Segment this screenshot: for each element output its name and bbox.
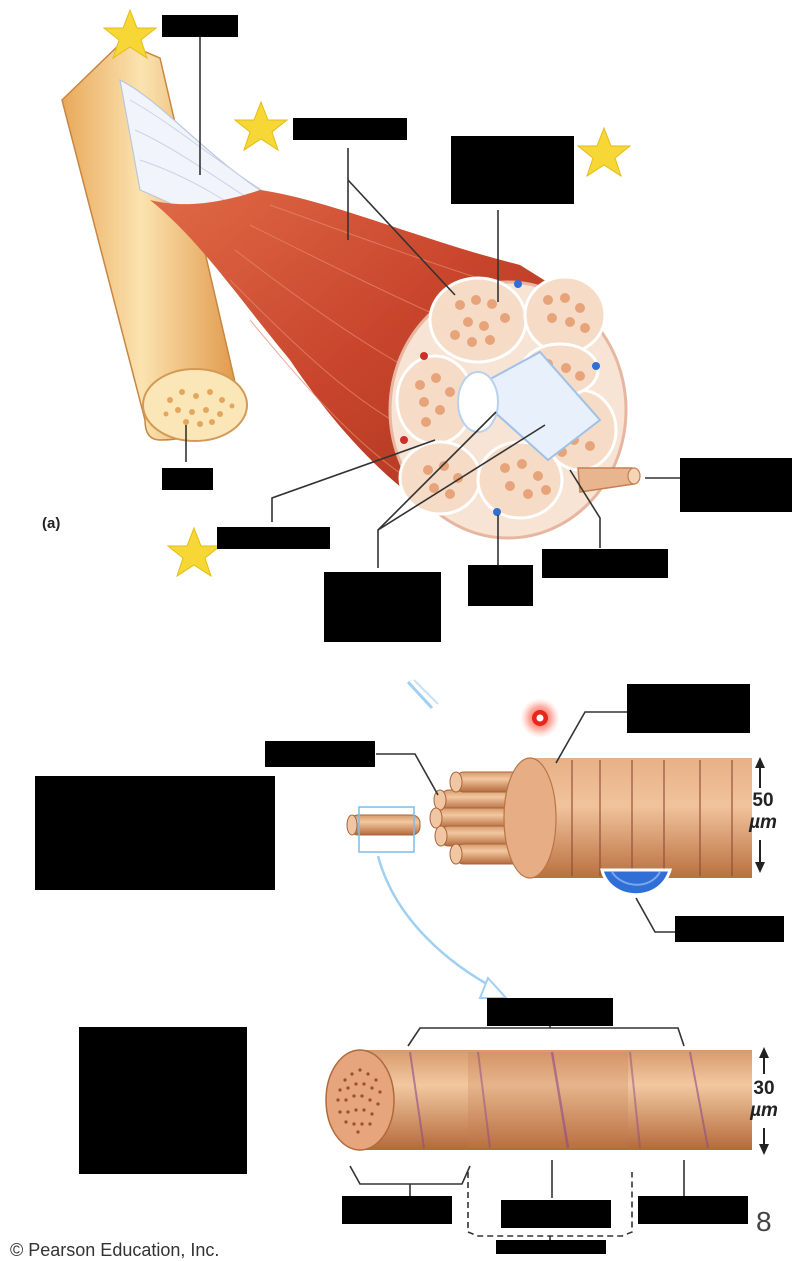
fiber-striations: [571, 760, 733, 876]
label-mask-i-band: [342, 1196, 452, 1224]
label-mask-a-band: [501, 1200, 611, 1228]
leader-lines-panel-c: [349, 1026, 685, 1242]
leader-lines-panel-b: [376, 711, 676, 933]
star-icon: [233, 100, 289, 152]
scale-value: 30: [753, 1078, 775, 1099]
myofilament-dots: [336, 1068, 382, 1134]
label-mask-panel-c-caption: [79, 1027, 247, 1174]
label-mask-h-zone: [496, 1240, 606, 1254]
label-mask-nucleus: [675, 916, 784, 942]
leader-lines-panel-a: [185, 35, 680, 568]
label-mask-fascicle: [217, 527, 330, 549]
label-mask-sarcolemma: [627, 684, 750, 733]
scale-value: 50: [752, 790, 774, 811]
label-mask-vessel-small: [468, 565, 533, 606]
blood-vessel-dots: [400, 280, 604, 516]
bone: [61, 41, 248, 442]
muscle-fiber: [346, 757, 752, 897]
label-mask-endomysium: [324, 572, 441, 642]
label-mask-epimysium: [293, 118, 407, 140]
myofibril: [325, 1049, 752, 1151]
star-icon: [166, 526, 222, 578]
blue-pointer-arrow: [406, 679, 439, 710]
scale-bar-50: [755, 757, 765, 873]
scale-label-myofibril: 30 µm: [744, 1078, 784, 1122]
label-mask-z-disc: [638, 1196, 748, 1224]
bone-spongy-pattern: [163, 389, 235, 427]
label-mask-tendon: [162, 15, 238, 37]
scale-label-fiber: 50 µm: [742, 790, 784, 834]
star-markers: [102, 8, 632, 578]
scale-bar-30: [759, 1047, 769, 1155]
label-mask-blood-vessel: [680, 458, 792, 512]
footer-credit: © Pearson Education, Inc.: [10, 1240, 220, 1260]
label-mask-sarcomere: [487, 998, 613, 1026]
scale-unit: µm: [749, 812, 777, 833]
label-mask-myofibril: [265, 741, 375, 767]
myofibril-bands: [409, 1051, 709, 1149]
panel-label: (a): [42, 515, 61, 532]
label-mask-bone: [162, 468, 213, 490]
star-icon: [102, 8, 158, 60]
muscle-cross-section: [388, 275, 641, 540]
label-mask-muscle-fiber: [542, 549, 668, 578]
red-indicator-dot: [520, 698, 560, 738]
label-mask-panel-b-caption: [35, 776, 275, 890]
star-icon: [576, 126, 632, 178]
zoom-arrow: [376, 855, 509, 999]
scale-unit: µm: [750, 1100, 778, 1121]
label-mask-perimysium: [451, 136, 574, 204]
page-number: 8: [756, 1206, 772, 1237]
